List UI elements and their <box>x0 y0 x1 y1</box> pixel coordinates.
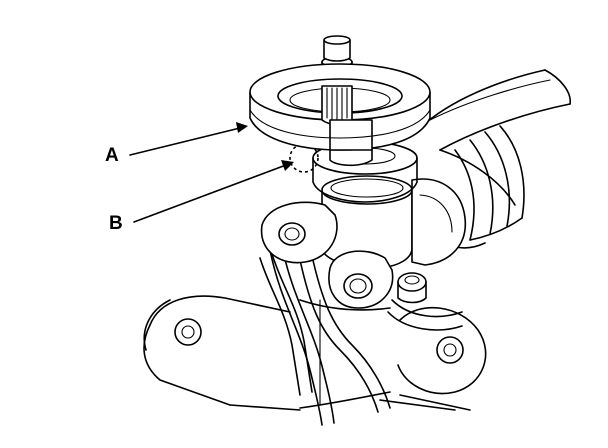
valve-body <box>260 175 467 331</box>
gearbox-mount-bracket <box>143 295 301 411</box>
rack-lower-body <box>299 299 391 409</box>
seal-lip-highlight <box>289 143 319 173</box>
callout-label-b: B <box>109 213 123 234</box>
hydraulic-lines <box>259 245 391 426</box>
callout-arrow-b <box>133 160 294 223</box>
callout-label-a: A <box>105 145 119 166</box>
seal-driver-tool <box>249 63 431 151</box>
callout-arrow-a <box>129 122 248 156</box>
right-mount-ear <box>379 306 487 411</box>
